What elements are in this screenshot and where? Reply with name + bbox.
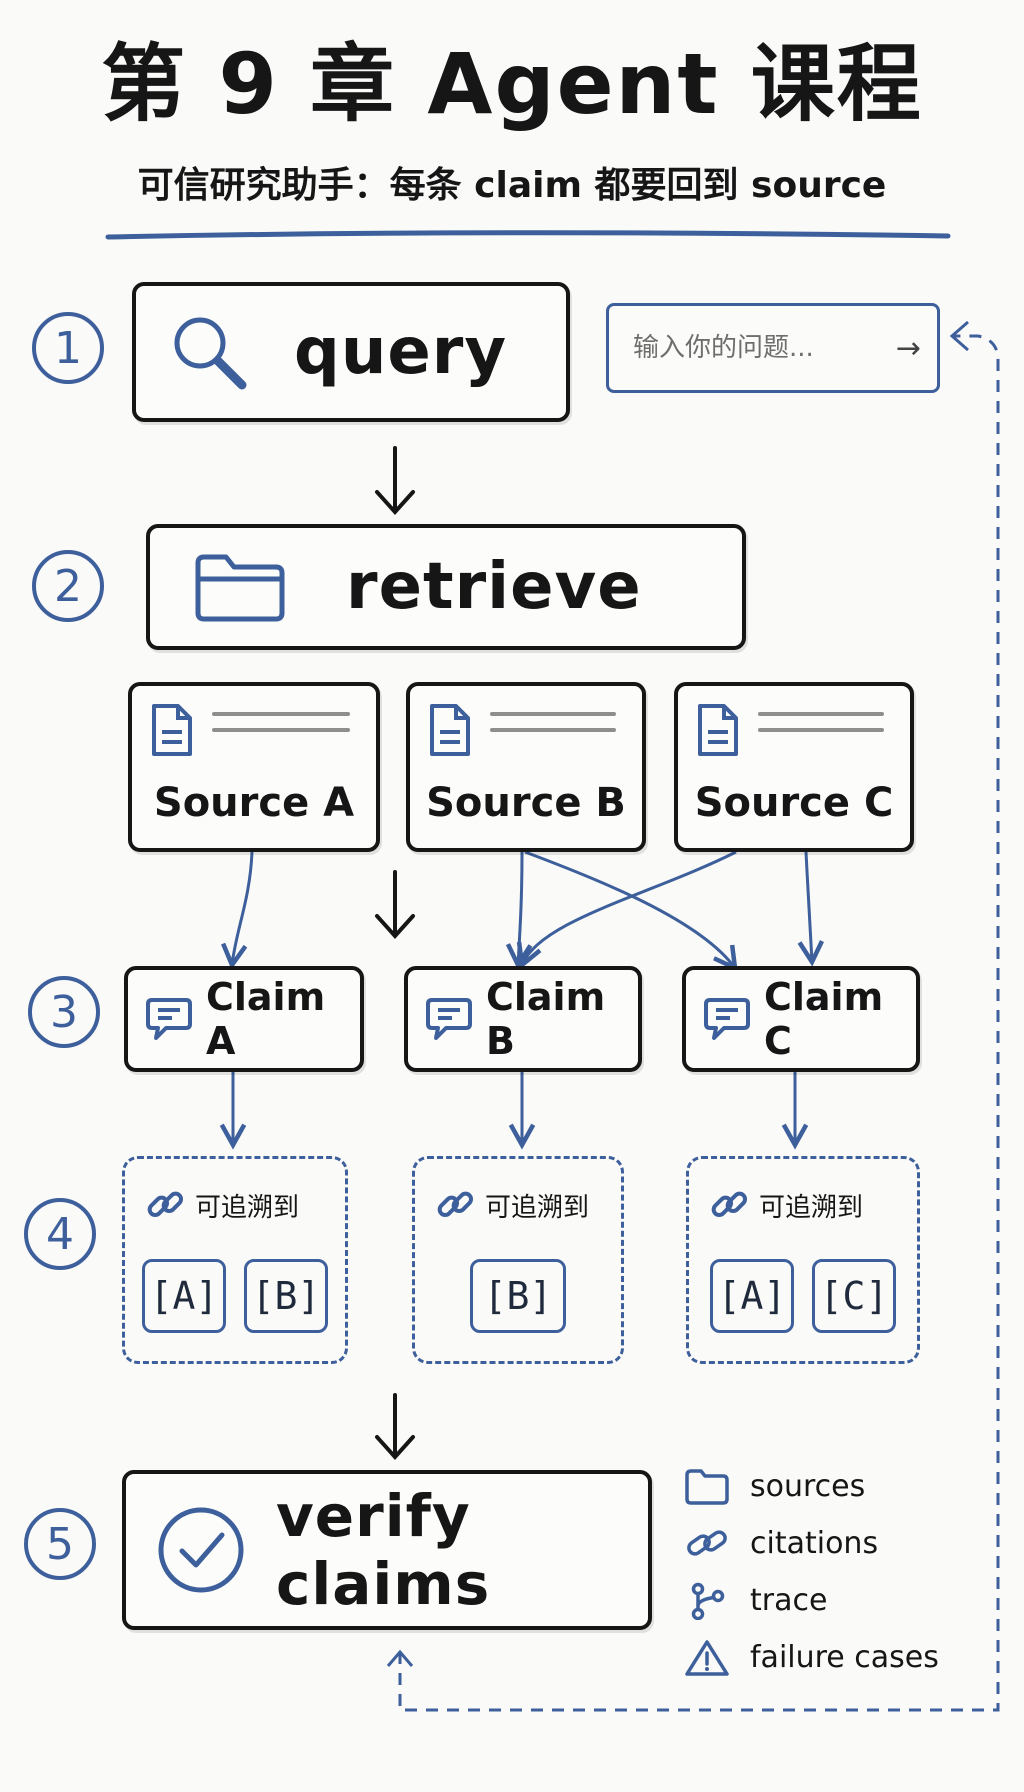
step-number-1: 1 [32,312,104,384]
branch-icon [684,1582,730,1620]
source-label: Source C [694,780,894,826]
trace-label: 可追溯到 [759,1192,864,1223]
arrow-trace-to-verify [375,1393,415,1460]
link-icon [435,1185,475,1225]
citation-tag[interactable]: [C] [812,1259,896,1333]
search-icon [166,309,252,395]
speech-bubble-icon [424,994,474,1044]
source-label: Source B [426,780,626,826]
trace-label: 可追溯到 [485,1192,590,1223]
document-icon [148,702,196,762]
legend-label: citations [750,1526,879,1561]
legend-item-failure-cases: failure cases [684,1629,939,1686]
warning-icon [684,1639,730,1677]
query-label: query [294,315,508,389]
speech-bubble-icon [702,994,752,1044]
document-icon [694,702,742,762]
citation-tag[interactable]: [B] [244,1259,328,1333]
claim-label: Claim B [486,975,606,1063]
source-card-b[interactable]: Source B [406,682,646,852]
query-box[interactable]: query [132,282,570,422]
link-sourceB-claimB [518,851,522,965]
verify-box[interactable]: verify claims [122,1470,652,1630]
title-underline [105,230,951,240]
source-card-a[interactable]: Source A [128,682,380,852]
step-number-3: 3 [28,976,100,1048]
link-icon [145,1185,185,1225]
arrow-query-to-retrieve [375,446,415,515]
citation-tag[interactable]: [A] [142,1259,226,1333]
claim-label: Claim C [764,975,884,1063]
source-label: Source A [153,780,355,826]
text-lines [212,712,350,744]
question-input[interactable] [631,332,890,364]
legend: sources citations trace failure cases [684,1458,939,1686]
link-sourceA-claimA [232,851,254,965]
retrieve-label: retrieve [346,550,642,624]
folder-icon [684,1468,730,1506]
link-icon [684,1525,730,1563]
legend-item-sources: sources [684,1458,939,1515]
retrieve-box[interactable]: retrieve [146,524,746,650]
step-number-2: 2 [32,550,104,622]
link-sourceC-claimC [806,851,812,962]
claim-label: Claim A [206,975,326,1063]
question-input-box[interactable]: → [606,303,940,393]
step-number-4: 4 [24,1198,96,1270]
claim-card-b[interactable]: Claim B [404,966,642,1072]
feedback-loop [398,334,1000,1712]
page-subtitle: 可信研究助手：每条 claim 都要回到 source [137,165,887,206]
text-lines [490,712,616,744]
trace-card-c: 可追溯到 [A][C] [686,1156,920,1364]
link-icon [709,1185,749,1225]
verify-label: verify claims [276,1482,491,1618]
claim-card-a[interactable]: Claim A [124,966,364,1072]
citation-tag[interactable]: [A] [710,1259,794,1333]
link-sourceB-claimC [524,850,735,968]
trace-card-a: 可追溯到 [A][B] [122,1156,348,1364]
text-lines [758,712,884,744]
document-icon [426,702,474,762]
speech-bubble-icon [144,994,194,1044]
step-number-5: 5 [24,1508,96,1580]
arrow-retrieve-to-claims [375,870,415,939]
claim-card-c[interactable]: Claim C [682,966,920,1072]
arrow-right-icon[interactable]: → [895,330,921,366]
legend-item-citations: citations [684,1515,939,1572]
legend-label: trace [750,1583,828,1618]
trace-card-b: 可追溯到 [B] [412,1156,624,1364]
trace-label: 可追溯到 [195,1192,300,1223]
page-title: 第 9 章 Agent 课程 [101,35,923,133]
link-sourceC-claimB [522,850,737,965]
legend-label: failure cases [750,1640,939,1675]
check-circle-icon [156,1505,246,1595]
source-card-c[interactable]: Source C [674,682,914,852]
legend-label: sources [750,1469,866,1504]
citation-tag[interactable]: [B] [470,1259,566,1333]
folder-icon [192,549,288,625]
legend-item-trace: trace [684,1572,939,1629]
